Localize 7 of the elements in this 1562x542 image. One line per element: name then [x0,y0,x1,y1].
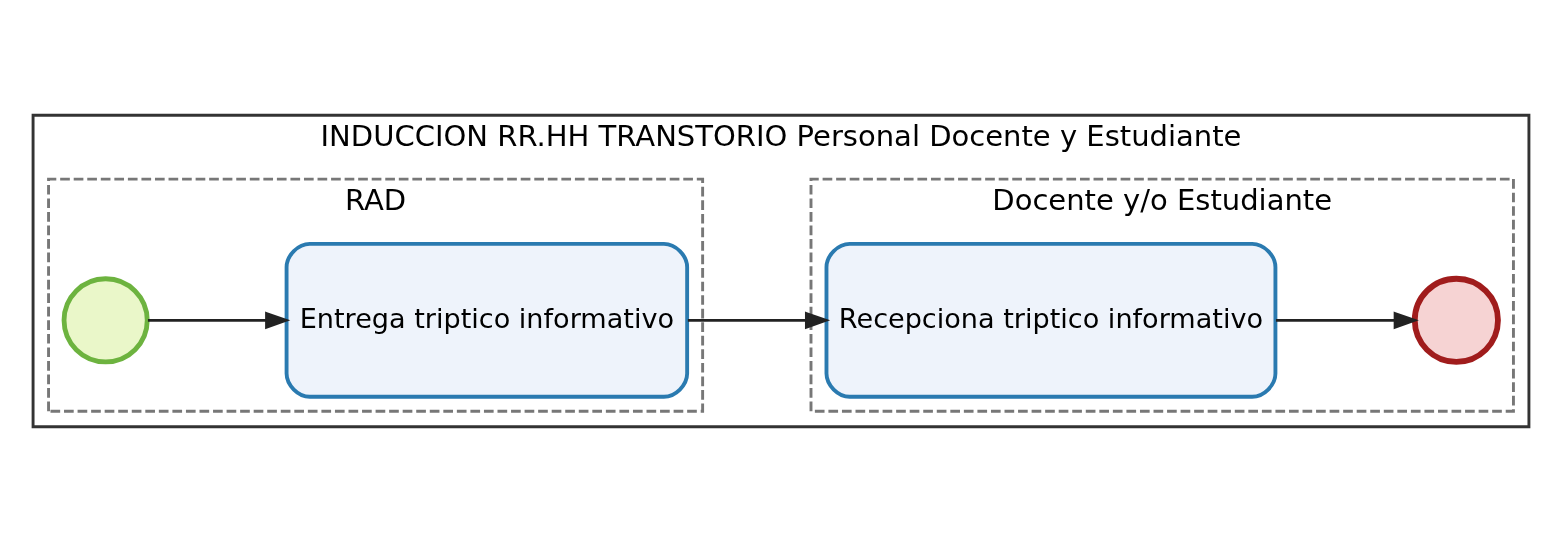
node-box: Entrega triptico informativo [284,241,690,399]
arrow [687,311,831,330]
arrow [1275,311,1419,330]
node-circle [1411,275,1501,365]
arrow [147,311,291,330]
node-box: Recepciona triptico informativo [824,241,1278,399]
node-circle [61,276,150,365]
